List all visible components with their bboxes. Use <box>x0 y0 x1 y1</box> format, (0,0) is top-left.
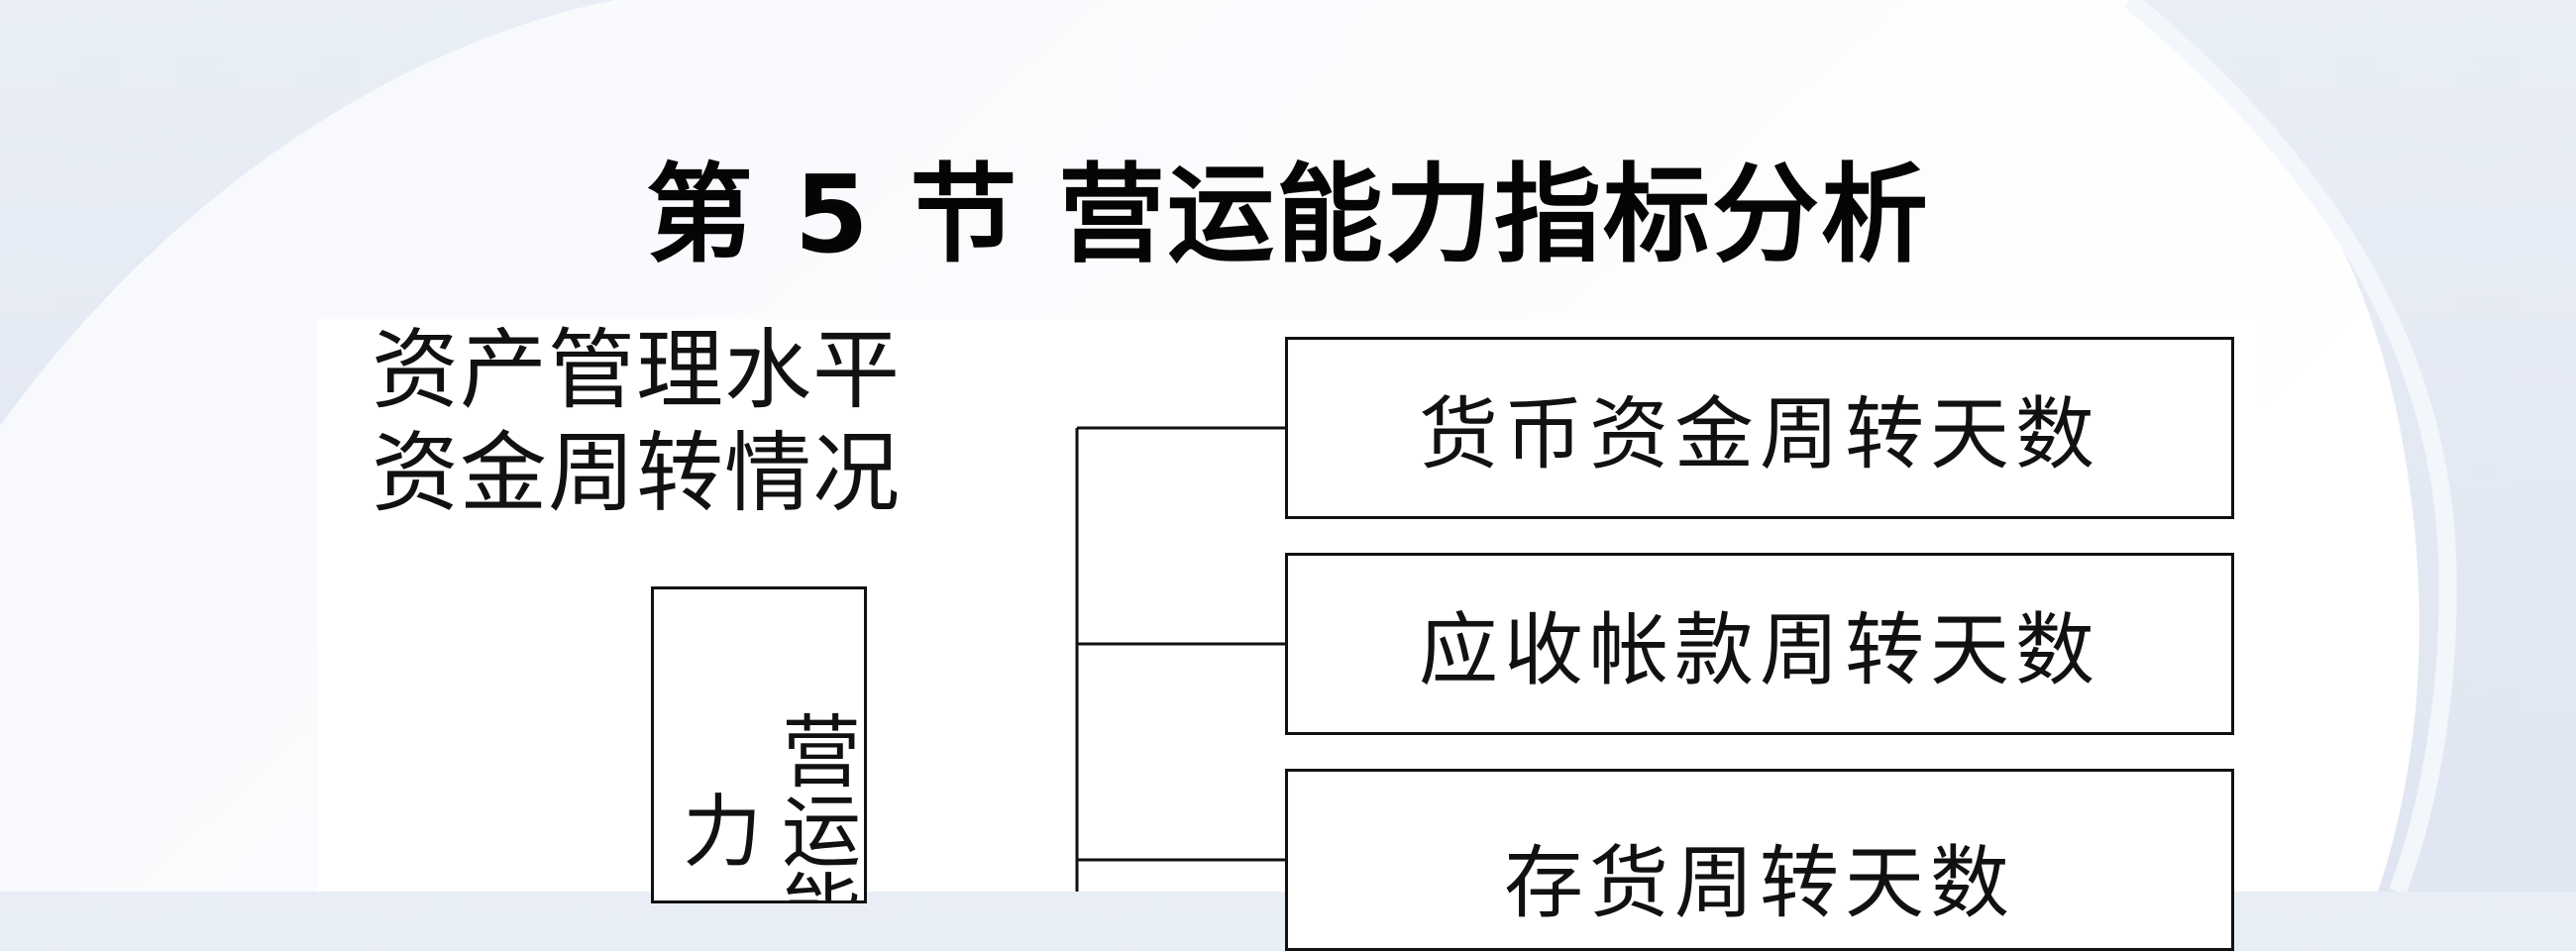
node-inventory-turnover-days: 存货周转天数 <box>1285 769 2234 951</box>
node-label: 货币资金周转天数 <box>1419 388 2100 480</box>
page-title: 第 5 节 营运能力指标分析 <box>646 154 1930 278</box>
node-label: 存货周转天数 <box>1504 837 2015 929</box>
root-node-label: 营运能力 <box>670 710 861 903</box>
node-label: 应收帐款周转天数 <box>1419 604 2100 696</box>
node-receivables-turnover-days: 应收帐款周转天数 <box>1285 553 2234 735</box>
intro-line-asset-management: 资产管理水平 <box>372 319 902 421</box>
intro-line-capital-turnover: 资金周转情况 <box>372 422 902 524</box>
intro-text: 资产管理水平 资金周转情况 <box>372 319 901 525</box>
root-node: 营运能力 <box>651 586 867 903</box>
node-cash-turnover-days: 货币资金周转天数 <box>1285 337 2234 519</box>
